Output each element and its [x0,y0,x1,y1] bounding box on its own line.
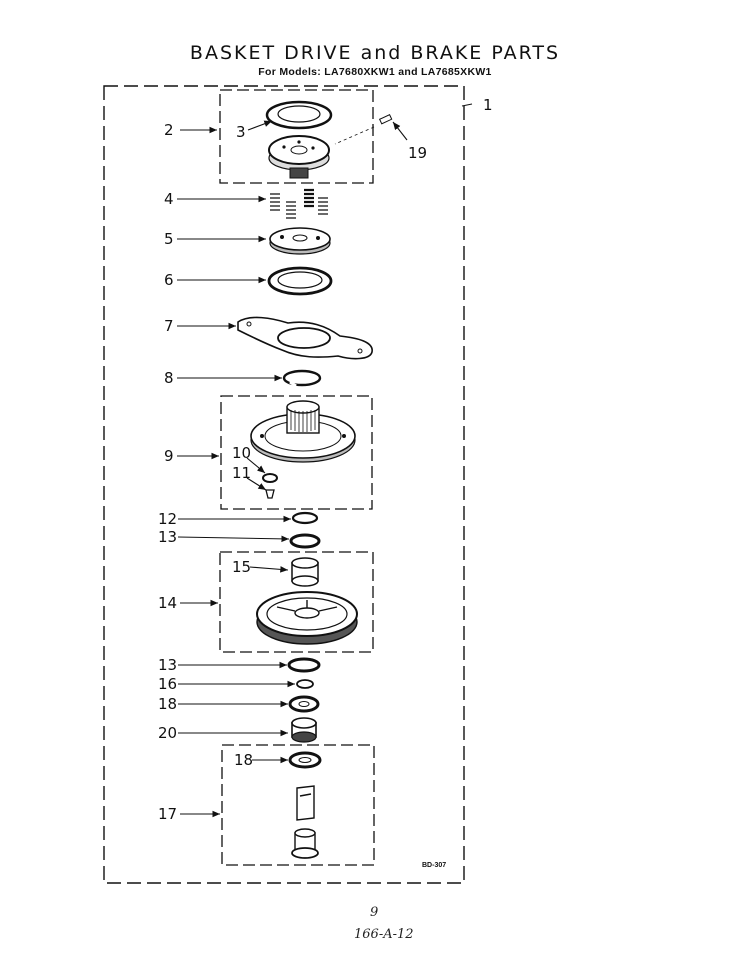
callout-6: 6 [164,271,174,289]
callout-2: 2 [164,121,174,139]
part-14-pulley [256,591,358,645]
part-12-ring [291,511,319,525]
callout-20: 20 [158,724,177,742]
subassembly-box-14 [219,551,374,653]
models-subtitle: For Models: LA7680XKW1 and LA7685XKW1 [258,66,492,78]
part-20-bearing [291,717,317,743]
part-13-bearing-lower [287,657,321,673]
callout-13-lower: 13 [158,656,177,674]
part-18-seal-upper [288,695,320,713]
callout-13-upper: 13 [158,528,177,546]
callout-8: 8 [164,369,174,387]
callout-14: 14 [158,594,177,612]
subassembly-box-9 [220,395,373,510]
part-6-ring [267,266,333,296]
callout-17: 17 [158,805,177,823]
part-10-washer [262,473,278,483]
callout-18-upper: 18 [158,695,177,713]
part-5-plate [269,227,331,255]
page-reference: 166-A-12 [354,927,414,942]
callout-1: 1 [483,96,493,114]
diagram-title: BASKET DRIVE and BRAKE PARTS [189,42,561,64]
diagram-code: BD-307 [422,862,446,869]
callout-3: 3 [236,123,246,141]
callout-15: 15 [232,558,251,576]
part-9-hub [250,400,356,463]
callout-10: 10 [232,444,251,462]
part-8-snap-ring [282,369,322,388]
subassembly-box-17 [221,744,375,866]
callout-12: 12 [158,510,177,528]
callout-9: 9 [164,447,174,465]
callout-16: 16 [158,675,177,693]
callout-18-lower: 18 [234,751,253,769]
callout-11: 11 [232,464,251,482]
part-15-bushing [291,557,319,587]
callout-7: 7 [164,317,174,335]
part-4-springs [270,188,328,219]
subassembly-box-2 [219,89,374,184]
callout-19: 19 [408,144,427,162]
part-17-tube [291,785,319,859]
leader-lines [177,103,473,818]
outer-assembly-frame [103,85,465,884]
part-19-pin [334,113,393,145]
part-16-washer [296,679,314,689]
part-7-gasket [237,316,373,360]
part-13-bearing-upper [289,533,321,549]
part-18-seal-lower [288,751,322,769]
part-11-screw [265,489,275,499]
part-2-drive-plate [268,135,330,179]
callout-4: 4 [164,190,174,208]
part-3-ring [265,100,333,130]
callout-5: 5 [164,230,174,248]
page-number: 9 [370,905,378,920]
